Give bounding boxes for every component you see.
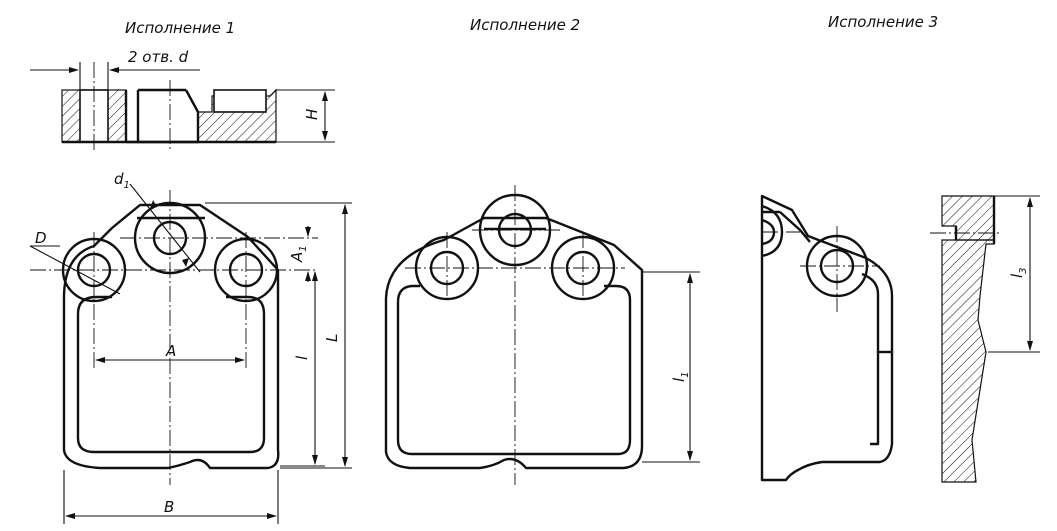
variant-3-side-section: l3 [930,195,1040,483]
variant-3-plan-view [760,194,894,482]
variant-2-title: Исполнение 2 [470,16,580,34]
dim-D-label: D [35,229,47,247]
inner-pocket-outline [396,284,632,456]
section-middle-outline [124,88,200,144]
body-outline-partial [760,194,894,482]
variant-2-plan-view: l1 [384,185,700,485]
dim-A-label: A [165,342,176,360]
variant-3-title: Исполнение 3 [828,13,938,31]
variant-1-section-view: 2 отв. d H [30,48,335,152]
dim-l-label: l [293,355,311,360]
side-section-body [941,239,995,483]
variant-1-plan-view: d1 D A1 A l L B [29,170,352,524]
body-outline [384,216,644,470]
dim-B-label: B [164,498,174,516]
boss-center-partial [761,204,784,258]
dim-H-label: H [303,109,321,120]
inner-pocket-outline [76,295,266,454]
dim-l1-label: l1 [670,371,691,382]
section-recess [213,89,267,113]
dim-L-label: L [323,334,341,342]
dim-d1-label: d1 [114,170,130,191]
dim-A1-label: A1 [288,245,309,263]
holes-note-label: 2 отв. d [128,48,189,66]
dim-l3-label: l3 [1008,267,1029,278]
variant-1-title: Исполнение 1 [125,19,235,37]
body-outline [62,203,280,470]
